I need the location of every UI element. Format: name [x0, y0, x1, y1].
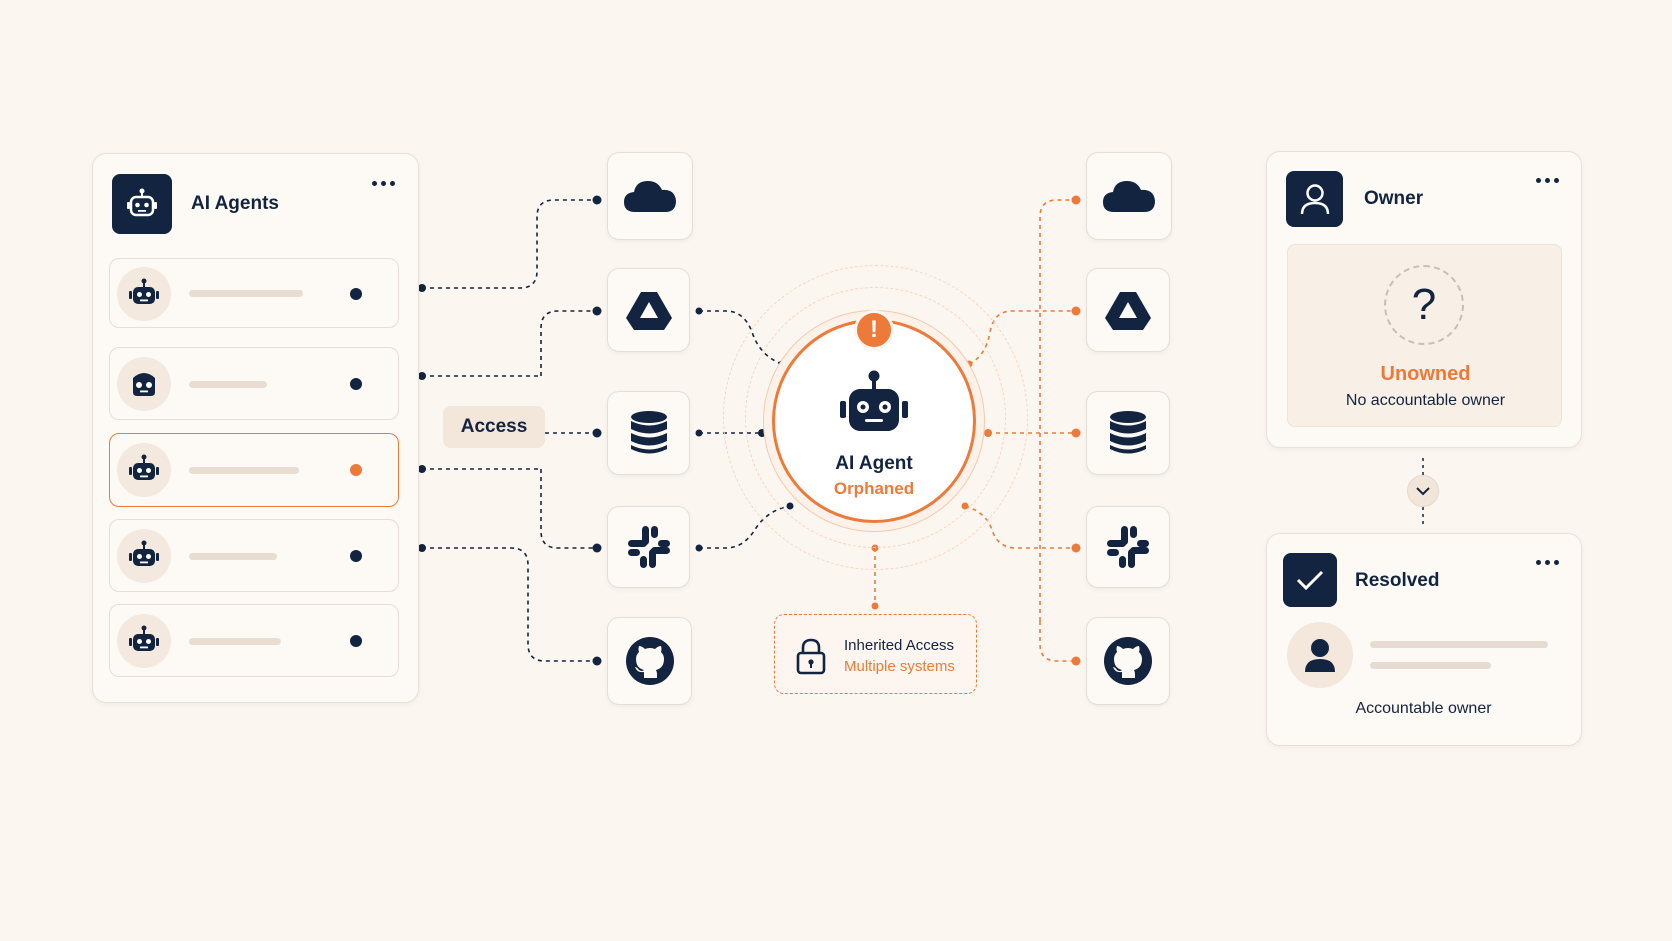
google-drive-icon[interactable]: [607, 268, 690, 352]
github-icon[interactable]: [607, 617, 692, 705]
user-icon: [1287, 622, 1353, 688]
link-slack-center: [699, 505, 791, 549]
question-icon: ?: [1384, 265, 1464, 345]
agent-row-2[interactable]: [109, 347, 399, 420]
access-label: Access: [443, 406, 545, 448]
inherited-access-title: Inherited Access: [844, 637, 955, 654]
google-drive-icon[interactable]: [1086, 268, 1170, 352]
agent-row-3-selected[interactable]: [109, 433, 399, 507]
owner-detail-placeholder: [1370, 662, 1491, 669]
alert-icon: !: [854, 310, 894, 350]
link-center-github-right: [1039, 621, 1076, 662]
owner-card-title: Owner: [1364, 188, 1424, 209]
link-access-drive: [540, 310, 597, 376]
link-center-cloud-right: [1039, 199, 1076, 621]
link-agent4-github: [422, 547, 597, 662]
status-dot: [350, 635, 362, 647]
slack-icon[interactable]: [1086, 506, 1170, 588]
chevron-down-icon: [1407, 475, 1439, 507]
user-icon: [1286, 171, 1343, 227]
database-icon[interactable]: [607, 391, 690, 475]
robot-icon: [117, 443, 171, 497]
unowned-panel: ? Unowned No accountable owner: [1287, 244, 1562, 427]
agents-panel: AI Agents: [92, 153, 419, 703]
link-access-slack: [540, 469, 597, 549]
robot-face-icon: [117, 357, 171, 411]
robot-icon: [112, 174, 172, 234]
agents-panel-title: AI Agents: [191, 193, 279, 214]
status-dot: [350, 550, 362, 562]
resolved-card-title: Resolved: [1355, 570, 1440, 591]
more-dots-icon[interactable]: [372, 181, 395, 186]
unowned-status: Unowned: [1380, 363, 1471, 385]
agent-name-placeholder: [189, 290, 303, 297]
status-dot: [350, 378, 362, 390]
inherited-access-subtitle: Multiple systems: [844, 658, 955, 675]
owner-card: Owner ? Unowned No accountable owner: [1266, 151, 1582, 448]
status-dot: [350, 288, 362, 300]
unowned-description: No accountable owner: [1345, 392, 1506, 409]
agent-name-placeholder: [189, 467, 299, 474]
resolved-card: Resolved Accountable owner: [1266, 533, 1582, 746]
lock-icon: [795, 637, 827, 680]
slack-icon[interactable]: [607, 506, 690, 588]
database-icon[interactable]: [1086, 391, 1170, 475]
robot-icon: [834, 368, 914, 445]
center-node-title: AI Agent: [835, 453, 913, 474]
halo-inner: [745, 287, 1006, 548]
agent-name-placeholder: [189, 553, 277, 560]
status-dot-alert: [350, 464, 362, 476]
agent-name-placeholder: [189, 381, 267, 388]
cloud-icon[interactable]: [1086, 152, 1172, 240]
robot-icon: [117, 529, 171, 583]
link-agent1-cloud: [422, 199, 597, 289]
agent-name-placeholder: [189, 638, 281, 645]
resolved-caption: Accountable owner: [1355, 700, 1492, 717]
github-icon[interactable]: [1086, 617, 1170, 705]
more-dots-icon[interactable]: [1536, 560, 1559, 565]
more-dots-icon[interactable]: [1536, 178, 1559, 183]
agent-row-1[interactable]: [109, 258, 399, 328]
agent-row-4[interactable]: [109, 519, 399, 592]
owner-name-placeholder: [1370, 641, 1548, 648]
check-icon: [1283, 553, 1337, 607]
robot-icon: [117, 614, 171, 668]
link-drive-center: [699, 310, 783, 365]
robot-icon: [117, 267, 171, 321]
inherited-access-box: Inherited Access Multiple systems: [774, 614, 977, 694]
halo-outer: [723, 265, 1028, 570]
center-node-status: Orphaned: [833, 479, 915, 498]
cloud-icon[interactable]: [607, 152, 693, 240]
agent-row-5[interactable]: [109, 604, 399, 677]
